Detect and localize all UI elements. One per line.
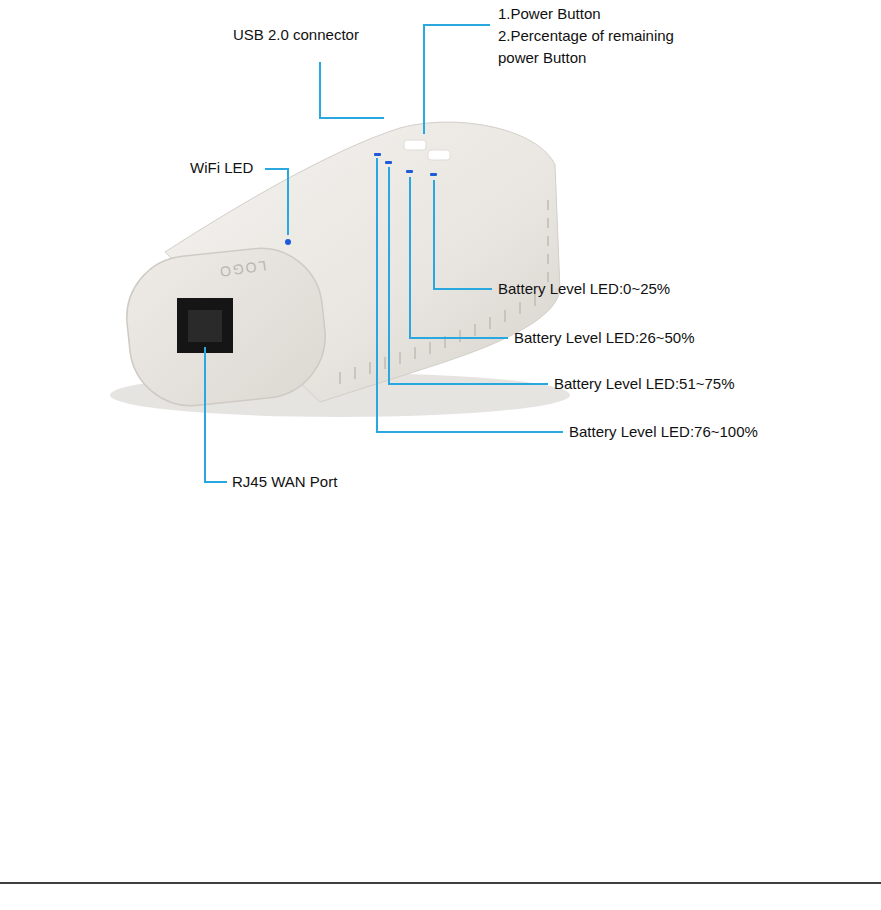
part-label: 1.Power Button [498, 3, 601, 25]
part-label: Battery Level LED:0~25% [498, 278, 670, 300]
rj45-port [177, 298, 233, 353]
front-face [121, 242, 332, 412]
part-label: USB 2.0 connector [233, 24, 359, 46]
footer-rule [0, 882, 881, 884]
part-label: Battery Level LED:26~50% [514, 327, 695, 349]
part-label: Battery Level LED:51~75% [554, 373, 735, 395]
part-label: Battery Level LED:76~100% [569, 421, 758, 443]
part-label: RJ45 WAN Port [232, 471, 337, 493]
button [404, 140, 426, 150]
part-label: WiFi LED [190, 157, 253, 179]
rj45-port-inner [188, 310, 222, 342]
part-label: 2.Percentage of remaining power Button [498, 25, 698, 69]
button [428, 150, 450, 160]
led-lights [285, 153, 437, 245]
leader-lines [205, 25, 563, 482]
